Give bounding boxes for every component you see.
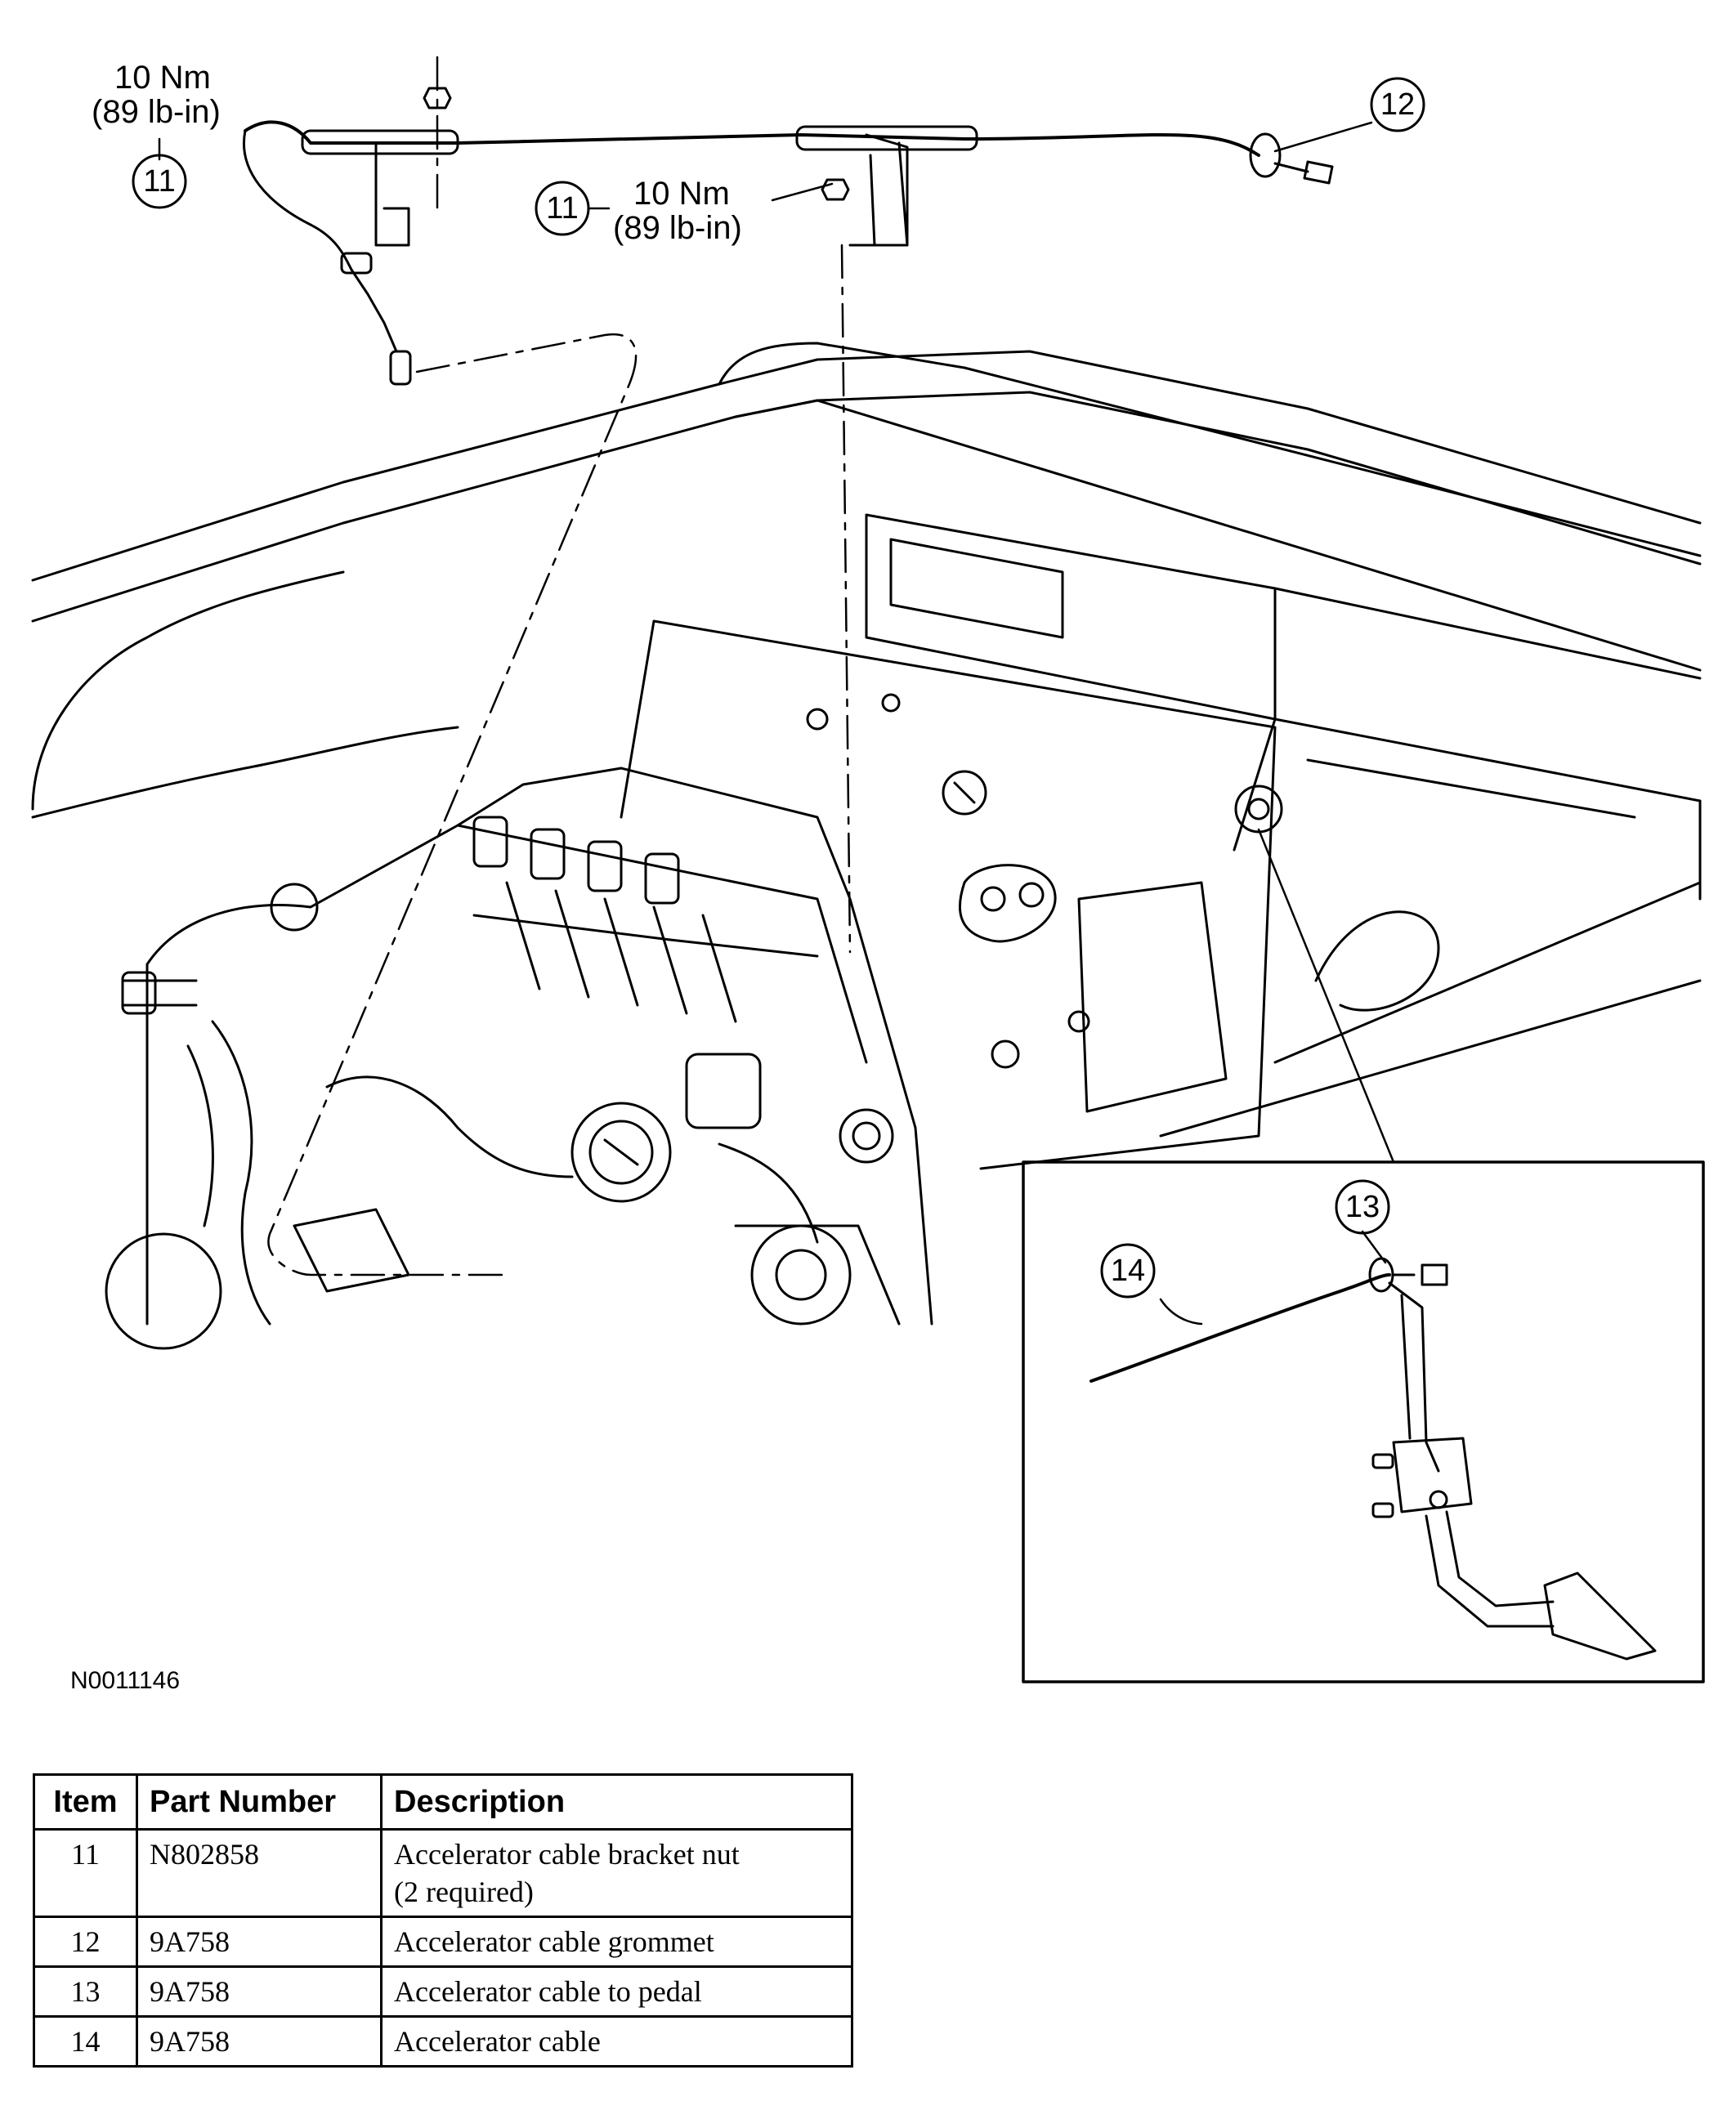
cell-part-number: 9A758 xyxy=(136,2015,383,2068)
cell-description: Accelerator cable xyxy=(380,2015,853,2068)
cowl-panel xyxy=(31,342,1702,1170)
cell-part-number: N802858 xyxy=(136,1828,383,1918)
cell-description: Accelerator cable bracket nut (2 require… xyxy=(380,1828,853,1918)
description-line: Accelerator cable bracket nut xyxy=(394,1838,740,1871)
bracket-nut-icon xyxy=(423,87,452,110)
pedal-inset-frame xyxy=(1022,1160,1705,1683)
table-row: 12 9A758 Accelerator cable grommet xyxy=(33,1916,853,1968)
pedal-assembly xyxy=(1089,1257,1657,1661)
callout-11-mid-number: 11 xyxy=(546,191,578,226)
callout-leaders xyxy=(158,121,1387,1326)
cell-item: 11 xyxy=(33,1828,138,1918)
torque-nm-mid: 10 Nm xyxy=(633,176,730,212)
cell-item: 14 xyxy=(33,2015,138,2068)
table-row: 11 N802858 Accelerator cable bracket nut… xyxy=(33,1828,853,1918)
callout-11-left-number: 11 xyxy=(143,164,175,199)
cell-description: Accelerator cable to pedal xyxy=(380,1965,853,2018)
cell-description: Accelerator cable grommet xyxy=(380,1916,853,1968)
figure-id: N0011146 xyxy=(70,1667,181,1694)
header-description: Description xyxy=(380,1773,853,1831)
bracket-nut-icon xyxy=(821,178,850,201)
callout-14-circle xyxy=(1100,1243,1156,1299)
callout-14-number: 14 xyxy=(1111,1254,1145,1288)
torque-lbin-mid: (89 lb-in) xyxy=(613,210,742,246)
callout-12-number: 12 xyxy=(1380,87,1415,122)
table-row: 14 9A758 Accelerator cable xyxy=(33,2015,853,2068)
cell-part-number: 9A758 xyxy=(136,1965,383,2018)
callout-12-circle xyxy=(1370,77,1425,132)
torque-nm-left: 10 Nm xyxy=(114,60,211,96)
cell-part-number: 9A758 xyxy=(136,1916,383,1968)
cell-item: 13 xyxy=(33,1965,138,2018)
parts-table-header: Item Part Number Description xyxy=(33,1773,853,1831)
torque-lbin-left: (89 lb-in) xyxy=(92,94,221,130)
parts-table: Item Part Number Description 11 N802858 … xyxy=(33,1773,853,2068)
callout-13-circle xyxy=(1335,1179,1390,1235)
callout-11-mid-circle xyxy=(535,181,590,236)
callout-13-number: 13 xyxy=(1345,1190,1380,1224)
table-row: 13 9A758 Accelerator cable to pedal xyxy=(33,1965,853,2018)
alignment-lines xyxy=(267,56,852,1276)
accelerator-cable-upper xyxy=(243,120,1334,386)
cell-item: 12 xyxy=(33,1916,138,1968)
engine xyxy=(105,767,933,1350)
header-item: Item xyxy=(33,1773,138,1831)
header-part-number: Part Number xyxy=(136,1773,383,1831)
callout-11-left-circle xyxy=(132,154,187,209)
description-line: (2 required) xyxy=(394,1875,534,1908)
